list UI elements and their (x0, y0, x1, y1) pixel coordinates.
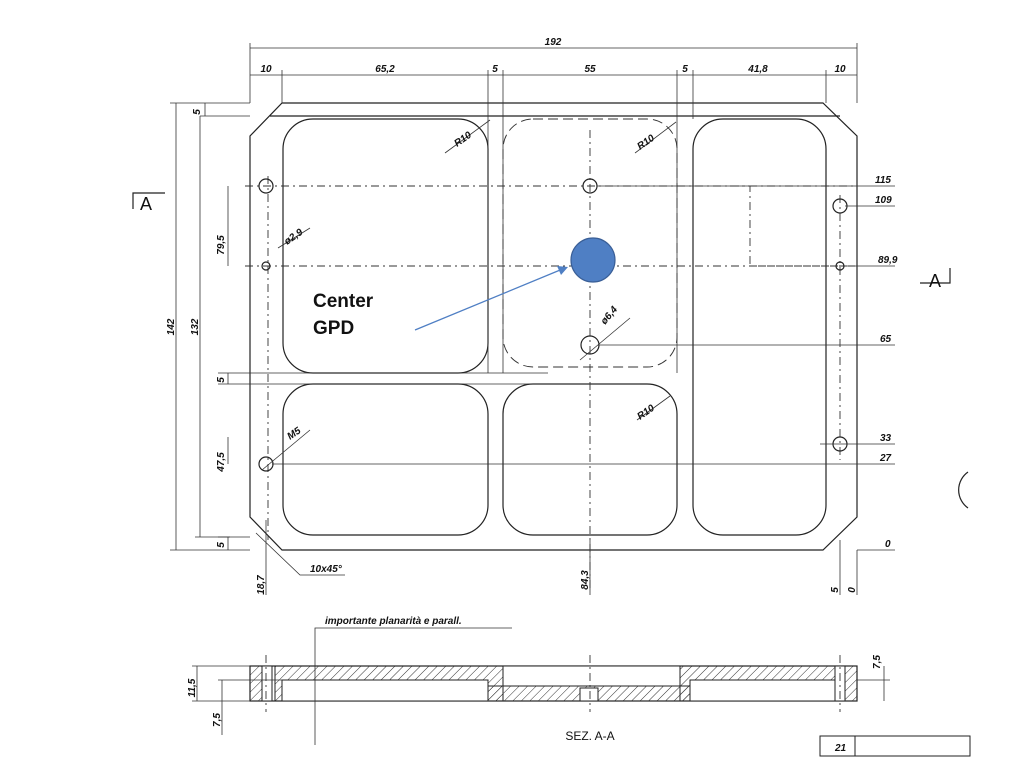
note-leader (314, 627, 512, 745)
hole-left-bottom (258, 456, 274, 472)
dimension-labels: 192 10 65,2 5 55 5 41,8 10 5 79,5 142 13… (166, 37, 898, 595)
callout-arrow (414, 267, 566, 331)
dim-overall-width: 192 (545, 37, 562, 48)
dim-top-1: 65,2 (375, 64, 395, 75)
section-marker-right: A (929, 271, 941, 291)
thread-label: M5 (285, 425, 303, 442)
radius-label-3: R10 (635, 403, 657, 423)
plate-outline (249, 102, 858, 551)
level-27: 27 (879, 453, 892, 464)
section-left-hole (261, 665, 273, 702)
center-gpd-marker (570, 237, 616, 283)
dim-top-0: 10 (260, 64, 272, 75)
section-markers: A A (132, 192, 951, 291)
dim-top-5: 41,8 (747, 64, 768, 75)
section-center-hole (579, 687, 599, 702)
level-33: 33 (880, 433, 892, 444)
flatness-note: importante planarità e parall. (325, 616, 462, 627)
level-109: 109 (875, 195, 892, 206)
hole-right-mid (835, 261, 845, 271)
dim-top-2: 5 (492, 64, 498, 75)
partial-arc-right (958, 471, 969, 509)
section-marker-right-bracket (920, 268, 951, 284)
radius-label-2: R10 (635, 133, 657, 153)
chamfer-label: 10x45° (310, 564, 343, 575)
center-gpd-callout: Center GPD (313, 237, 616, 339)
dim-top-6: 10 (834, 64, 846, 75)
hole-diameter-1: ø2,9 (282, 227, 305, 248)
dim-overall-height: 142 (166, 318, 177, 335)
level-65: 65 (880, 334, 892, 345)
section-dim-right: 7,5 (872, 655, 883, 669)
dim-bottom-right-a: 5 (830, 587, 841, 593)
dimension-lines (170, 43, 858, 595)
section-marker-left-bracket (132, 192, 165, 209)
section-left-end (249, 665, 263, 702)
dim-bottom-center: 84,3 (580, 570, 591, 590)
level-0: 0 (885, 539, 891, 550)
callout-line-1: Center (313, 291, 374, 312)
pocket-right (692, 118, 827, 536)
section-right-hole (834, 665, 846, 702)
sheet-number: 21 (834, 743, 847, 754)
dim-bottom-left: 18,7 (256, 575, 267, 595)
dim-top-4: 5 (682, 64, 688, 75)
section-path-jog (730, 185, 855, 267)
dim-79: 79,5 (216, 235, 227, 255)
dim-top-margin: 5 (192, 109, 203, 115)
section-center-recess (502, 665, 681, 687)
radius-label-1: R10 (452, 130, 474, 150)
section-dim-left-b: 7,5 (212, 713, 223, 727)
hole-diameter-2: ø6,4 (599, 304, 621, 327)
title-block-frame (819, 735, 971, 757)
level-115: 115 (875, 175, 891, 186)
dim-inner-height: 132 (190, 318, 201, 335)
section-right-end (844, 665, 858, 702)
hole-left-mid (261, 261, 271, 271)
plate-plan-view (200, 102, 895, 592)
dim-mid-margin: 5 (216, 377, 227, 383)
callout-line-2: GPD (313, 318, 354, 339)
section-title: SEZ. A-A (565, 729, 614, 743)
level-89: 89,9 (878, 255, 898, 266)
section-marker-left: A (140, 194, 152, 214)
title-block: 21 (819, 735, 971, 757)
section-left-pocket (281, 679, 489, 702)
dim-bottom-right-b: 0 (847, 587, 858, 593)
section-right-pocket (689, 679, 836, 702)
dim-47: 47,5 (216, 452, 227, 473)
dim-top-3: 55 (584, 64, 596, 75)
hole-left-top (258, 178, 274, 194)
section-view: importante planarità e parall. 11,5 7,5 … (187, 616, 890, 745)
section-dim-left-a: 11,5 (187, 678, 198, 697)
pocket-bottom-left (282, 383, 489, 536)
callout-arrowhead (557, 266, 568, 275)
dim-bottom-margin: 5 (216, 542, 227, 548)
